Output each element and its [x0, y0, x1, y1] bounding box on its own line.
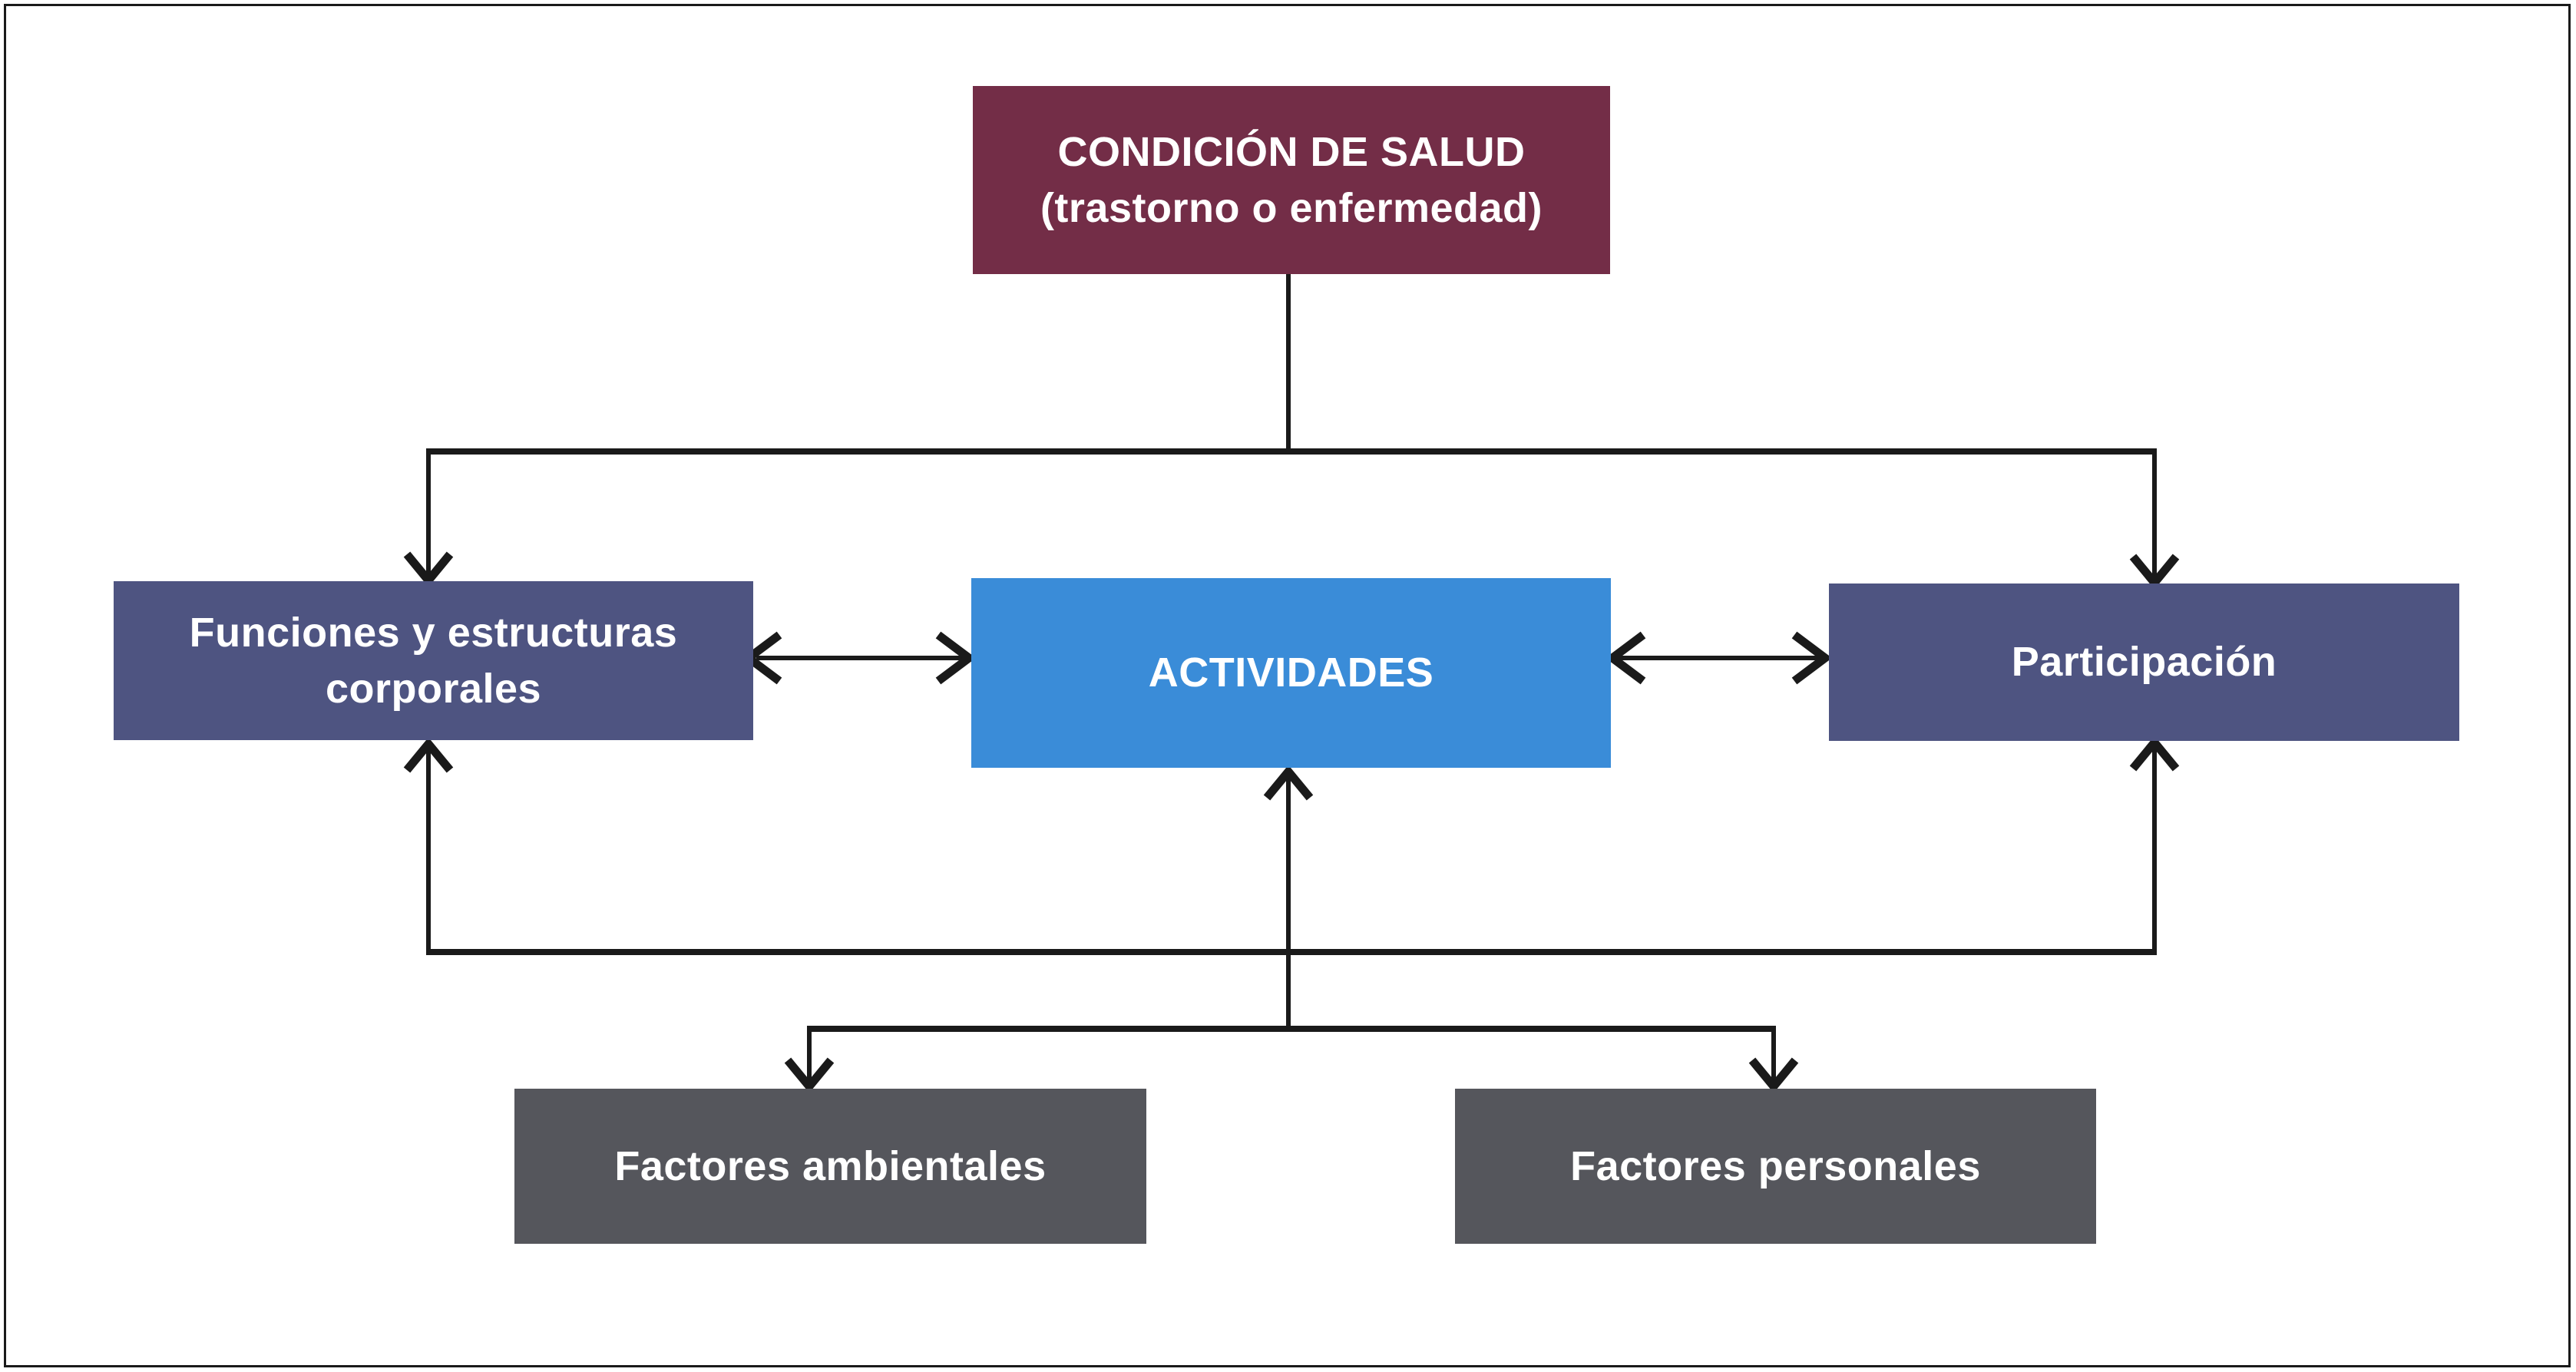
- arrow-actividades-participacion-lefthead: [1605, 631, 1646, 685]
- node-participation: Participación: [1829, 584, 2459, 741]
- arrow-to-ambientales-head: [784, 1057, 835, 1093]
- arrow-up-funciones-head: [403, 737, 454, 773]
- node-health-condition-line2: (trastorno o enfermedad): [1040, 184, 1543, 231]
- node-activities-label: ACTIVIDADES: [1148, 650, 1434, 696]
- arrow-funciones-actividades-righthead: [935, 631, 977, 685]
- arrow-up-actividades-head: [1263, 765, 1314, 801]
- node-activities: ACTIVIDADES: [971, 578, 1611, 768]
- node-environmental-factors: Factores ambientales: [514, 1089, 1146, 1244]
- node-body-functions: Funciones y estructuras corporales: [114, 581, 753, 740]
- arrow-to-funciones-head: [403, 551, 454, 587]
- node-personal-factors-label: Factores personales: [1570, 1142, 1981, 1189]
- node-body-functions-line1: Funciones y estructuras: [189, 609, 678, 656]
- node-environmental-factors-label: Factores ambientales: [614, 1142, 1047, 1189]
- arrow-to-personales-head: [1748, 1057, 1799, 1093]
- node-health-condition-line1: CONDICIÓN DE SALUD: [1057, 128, 1526, 175]
- arrow-actividades-participacion-righthead: [1791, 631, 1833, 685]
- node-participation-label: Participación: [2011, 639, 2277, 686]
- arrow-to-participacion-head: [2129, 554, 2180, 590]
- node-health-condition: CONDICIÓN DE SALUD (trastorno o enfermed…: [973, 86, 1610, 274]
- arrow-up-participacion-head: [2129, 736, 2180, 772]
- node-personal-factors: Factores personales: [1455, 1089, 2096, 1244]
- node-body-functions-line2: corporales: [325, 665, 542, 712]
